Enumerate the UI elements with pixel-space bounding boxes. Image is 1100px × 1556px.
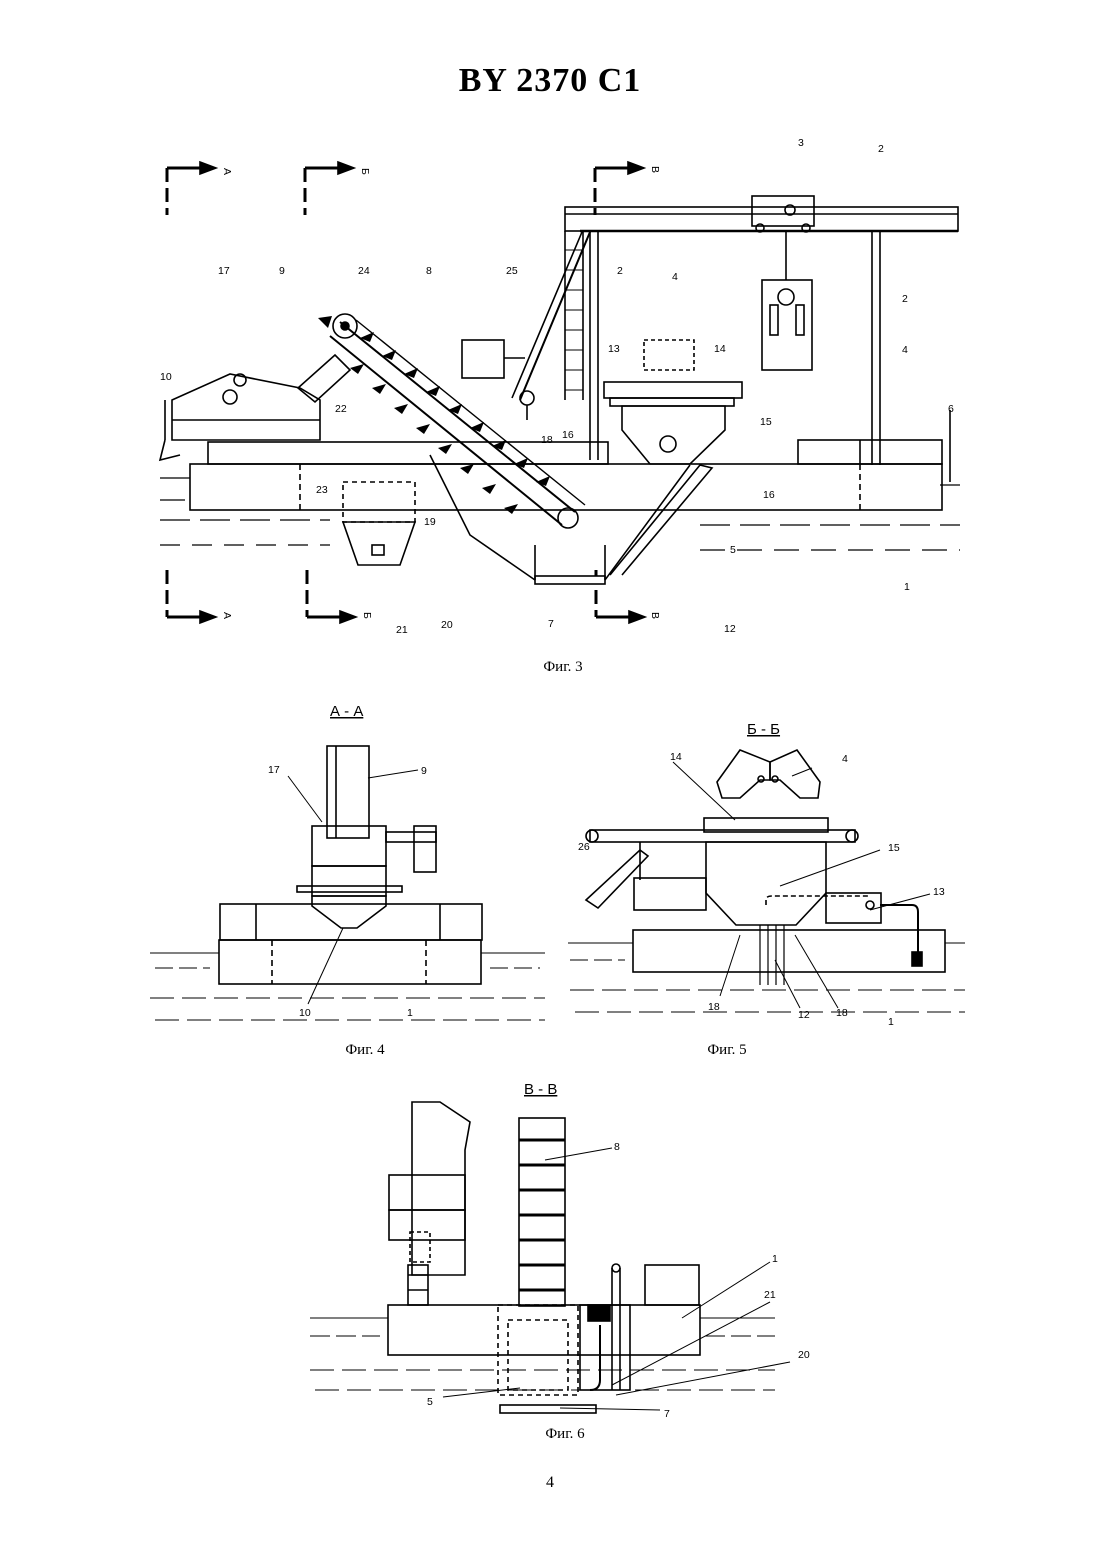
fig3-label-16a: 16	[562, 429, 574, 441]
fig3-label-4b: 4	[902, 344, 908, 356]
fig5-label-13: 13	[933, 886, 945, 898]
fig4-section-title: А - А	[330, 703, 363, 720]
fig3-label-14: 14	[714, 343, 726, 355]
fig4-label-17: 17	[268, 764, 280, 776]
fig3-label-7: 7	[548, 618, 554, 630]
fig5-label-26: 26	[578, 841, 590, 853]
fig3-label-2b: 2	[617, 265, 623, 277]
fig3-label-3: 3	[798, 137, 804, 149]
fig5-section-title: Б - Б	[747, 721, 780, 738]
fig5-label-12: 12	[798, 1009, 810, 1021]
fig4-label-1: 1	[407, 1007, 413, 1019]
fig3-label-22: 22	[335, 403, 347, 415]
fig5-label-4: 4	[842, 753, 848, 765]
fig3-label-2a: 2	[878, 143, 884, 155]
fig5-label-15: 15	[888, 842, 900, 854]
fig3-label-20: 20	[441, 619, 453, 631]
fig3-section-mark-a-top: А	[221, 168, 233, 175]
fig3-label-17: 17	[218, 265, 230, 277]
fig3-label-6: 6	[948, 403, 954, 415]
fig3-label-5: 5	[730, 544, 736, 556]
fig5-label-1: 1	[888, 1016, 894, 1028]
fig3-label-8: 8	[426, 265, 432, 277]
fig6-label-20: 20	[798, 1349, 810, 1361]
fig3-label-15: 15	[760, 416, 772, 428]
fig5-label-18b: 18	[836, 1007, 848, 1019]
fig3-label-24: 24	[358, 265, 370, 277]
fig6-label-5: 5	[427, 1396, 433, 1408]
fig6-section-title: В - В	[524, 1081, 557, 1098]
fig5-label-18a: 18	[708, 1001, 720, 1013]
fig6-label-21: 21	[764, 1289, 776, 1301]
fig3-label-25: 25	[506, 265, 518, 277]
fig3-section-mark-v-bottom: В	[649, 612, 661, 619]
fig5-label-14: 14	[670, 751, 682, 763]
fig6-label-7: 7	[664, 1408, 670, 1420]
fig4-label-10: 10	[299, 1007, 311, 1019]
fig3-label-16b: 16	[763, 489, 775, 501]
fig3-label-13: 13	[608, 343, 620, 355]
fig3-section-mark-b-bottom: Б	[361, 612, 373, 619]
fig5-caption: Фиг. 5	[667, 1042, 787, 1059]
fig3-section-mark-a-bottom: А	[221, 612, 233, 619]
fig3-label-18: 18	[541, 434, 553, 446]
fig3-label-9: 9	[279, 265, 285, 277]
fig3-label-2c: 2	[902, 293, 908, 305]
fig3-label-4a: 4	[672, 271, 678, 283]
fig3-label-19: 19	[424, 516, 436, 528]
fig3-caption: Фиг. 3	[503, 659, 623, 676]
fig3-label-23: 23	[316, 484, 328, 496]
fig3-label-1: 1	[904, 581, 910, 593]
fig6-label-1: 1	[772, 1253, 778, 1265]
fig6-caption: Фиг. 6	[505, 1426, 625, 1443]
fig3-label-10: 10	[160, 371, 172, 383]
fig3-section-mark-v-top: В	[649, 166, 661, 173]
fig6-label-8: 8	[614, 1141, 620, 1153]
page-number: 4	[0, 1474, 1100, 1492]
fig3-section-mark-b-top: Б	[359, 168, 371, 175]
fig3-label-21: 21	[396, 624, 408, 636]
fig4-caption: Фиг. 4	[305, 1042, 425, 1059]
fig3-label-12: 12	[724, 623, 736, 635]
fig4-label-9: 9	[421, 765, 427, 777]
